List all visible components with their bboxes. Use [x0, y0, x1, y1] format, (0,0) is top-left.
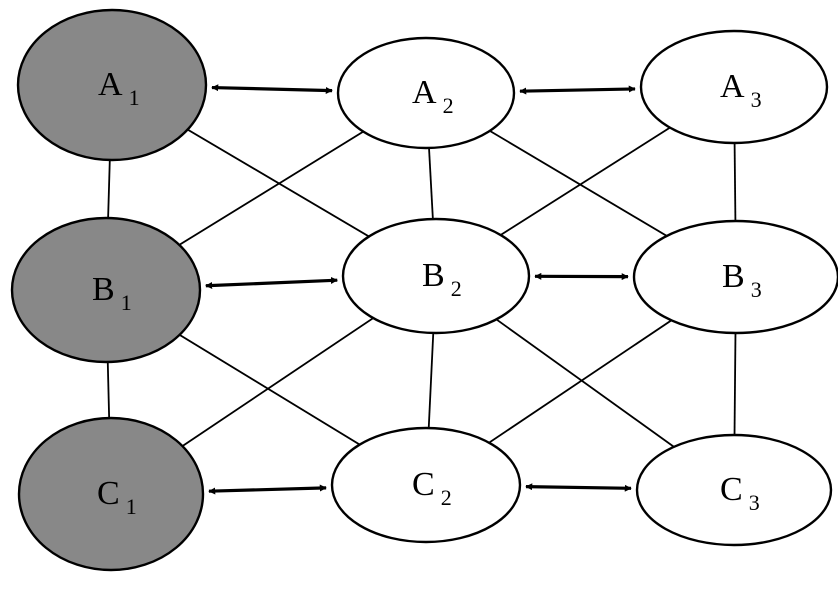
arrow-a1-a2 — [211, 84, 333, 94]
node-b3-shape — [632, 219, 838, 335]
arrow-c2-c3 — [525, 483, 632, 492]
arrow-b1-b2 — [205, 276, 338, 289]
node-b1-shape — [10, 216, 202, 364]
bidirectional-edges — [205, 84, 636, 495]
node-a1-shape — [16, 8, 208, 162]
node-c1-shape — [17, 416, 205, 572]
arrow-a2-a3 — [519, 85, 636, 95]
node-a3-shape — [639, 29, 829, 145]
node-b2-shape — [341, 217, 531, 335]
arrow-c1-c2 — [208, 484, 327, 495]
node-a2-shape — [336, 36, 516, 150]
node-c3-shape — [635, 433, 833, 547]
node-c2-shape — [330, 426, 522, 544]
